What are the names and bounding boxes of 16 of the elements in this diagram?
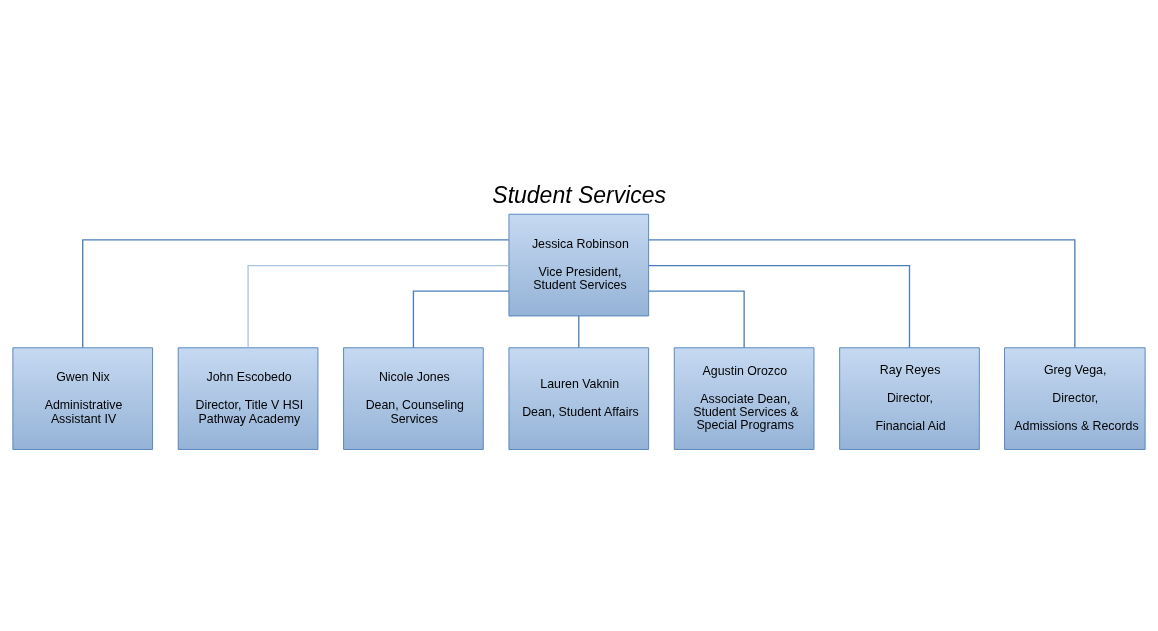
node-box: Agustin Orozco Associate Dean, Student Services & Special Programs [673,347,815,450]
connector [648,239,1076,349]
connector [412,290,510,349]
connector [82,239,510,349]
node-box: Gwen Nix Administrative Assistant IV [12,347,153,450]
connector [648,264,911,349]
connector [648,290,745,349]
node-box: Greg Vega, Director, Admissions & Records [1004,347,1146,450]
node-box: Ray Reyes Director, Financial Aid [839,347,980,450]
node-box: Nicole Jones Dean, Counseling Services [343,347,484,450]
connector [247,264,510,349]
node-box: Jessica Robinson Vice President, Student Services [508,213,650,317]
diagram-title: Student Services [492,181,667,208]
node-box: Lauren Vaknin Dean, Student Affairs [508,347,650,450]
node-box: John Escobedo Director, Title V HSI Pathway Academy [177,347,319,450]
connector [578,315,580,349]
